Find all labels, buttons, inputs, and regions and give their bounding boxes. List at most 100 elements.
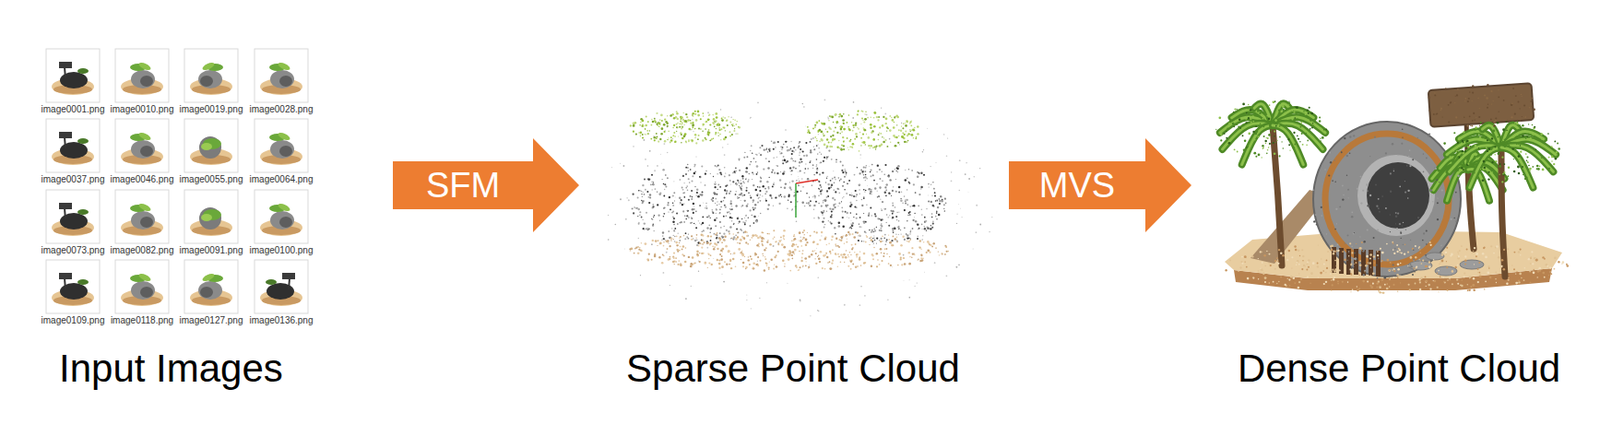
- illustration-part: [653, 118, 656, 120]
- illustration-part: [686, 210, 688, 212]
- illustration-part: [749, 209, 752, 212]
- illustration-part: [975, 231, 978, 234]
- illustration-part: [765, 200, 768, 202]
- illustration-part: [873, 235, 875, 237]
- illustration-part: [734, 119, 735, 121]
- illustration-part: [830, 116, 834, 119]
- illustration-part: [738, 221, 741, 224]
- illustration-part: [728, 233, 730, 235]
- illustration-part: [731, 217, 734, 220]
- illustration-part: [668, 196, 671, 199]
- illustration-part: [867, 136, 871, 140]
- illustration-part: [720, 226, 723, 229]
- illustration-part: [791, 150, 794, 153]
- illustration-part: [817, 310, 819, 312]
- illustration-part: [678, 197, 681, 200]
- illustration-part: [817, 216, 819, 218]
- illustration-part: [853, 138, 856, 141]
- illustration-part: [872, 147, 874, 149]
- illustration-part: [64, 67, 66, 79]
- illustration-part: [641, 196, 643, 198]
- illustration-part: [903, 133, 906, 136]
- illustration-part: [673, 117, 676, 120]
- illustration-part: [713, 233, 716, 236]
- illustration-part: [683, 221, 685, 223]
- illustration-part: [864, 113, 866, 115]
- illustration-part: [909, 256, 912, 259]
- illustration-part: [904, 130, 907, 133]
- illustration-part: [659, 153, 662, 155]
- illustration-part: [662, 253, 664, 256]
- illustration-part: [713, 126, 716, 129]
- illustration-part: [816, 243, 818, 246]
- illustration-part: [739, 182, 742, 185]
- illustration-group: [120, 272, 164, 307]
- illustration-part: [696, 238, 699, 241]
- illustration-part: [812, 137, 815, 140]
- illustration-part: [643, 222, 646, 225]
- illustration-part: [840, 178, 842, 181]
- illustration-part: [870, 130, 874, 134]
- illustration-part: [839, 126, 841, 128]
- illustration-part: [888, 192, 890, 195]
- illustration-part: [677, 135, 679, 137]
- illustration-part: [705, 170, 707, 172]
- illustration-part: [834, 233, 837, 236]
- illustration-part: [865, 143, 866, 145]
- illustration-part: [907, 214, 909, 216]
- illustration-part: [848, 256, 850, 258]
- illustration-part: [759, 194, 762, 197]
- illustration-part: [645, 212, 648, 214]
- illustration-part: [848, 129, 851, 131]
- illustration-part: [774, 197, 777, 200]
- illustration-part: [898, 227, 901, 230]
- illustration-part: [799, 151, 802, 154]
- illustration-part: [746, 189, 748, 192]
- illustration-part: [708, 129, 711, 131]
- illustration-part: [827, 117, 829, 119]
- illustration-part: [839, 113, 842, 116]
- illustration-group: [189, 207, 233, 237]
- illustration-part: [921, 224, 924, 226]
- illustration-part: [685, 142, 688, 144]
- illustration-part: [741, 218, 744, 221]
- illustration-part: [802, 151, 805, 154]
- illustration-part: [913, 216, 915, 218]
- illustration-part: [885, 122, 888, 125]
- illustration-part: [792, 166, 795, 169]
- illustration-part: [799, 157, 802, 160]
- illustration-part: [881, 235, 884, 238]
- illustration-part: [765, 148, 768, 151]
- illustration-part: [816, 247, 818, 249]
- illustration-part: [687, 119, 689, 122]
- illustration-part: [880, 225, 883, 227]
- illustration-part: [789, 270, 792, 273]
- illustration-group: [51, 131, 95, 166]
- illustration-part: [671, 212, 673, 214]
- illustration-part: [838, 140, 840, 142]
- illustration-part: [674, 227, 676, 230]
- illustration-part: [908, 296, 911, 299]
- illustration-part: [699, 176, 701, 178]
- illustration-part: [685, 113, 688, 116]
- illustration-part: [270, 211, 295, 230]
- illustration-part: [818, 173, 821, 176]
- illustration-part: [831, 197, 834, 200]
- illustration-part: [198, 281, 223, 300]
- illustration-part: [868, 229, 871, 232]
- illustration-part: [879, 227, 882, 230]
- illustration-part: [659, 219, 662, 222]
- illustration-part: [898, 191, 901, 194]
- dot-cluster: [806, 109, 920, 153]
- illustration-part: [736, 120, 738, 122]
- illustration-part: [944, 253, 947, 256]
- illustration-part: [685, 119, 688, 123]
- illustration-part: [756, 263, 759, 267]
- illustration-part: [813, 174, 815, 176]
- illustration-part: [776, 172, 779, 175]
- illustration-part: [772, 268, 775, 271]
- illustration-part: [732, 118, 734, 120]
- illustration-part: [880, 223, 882, 225]
- illustration-part: [276, 130, 291, 142]
- illustration-part: [856, 231, 859, 234]
